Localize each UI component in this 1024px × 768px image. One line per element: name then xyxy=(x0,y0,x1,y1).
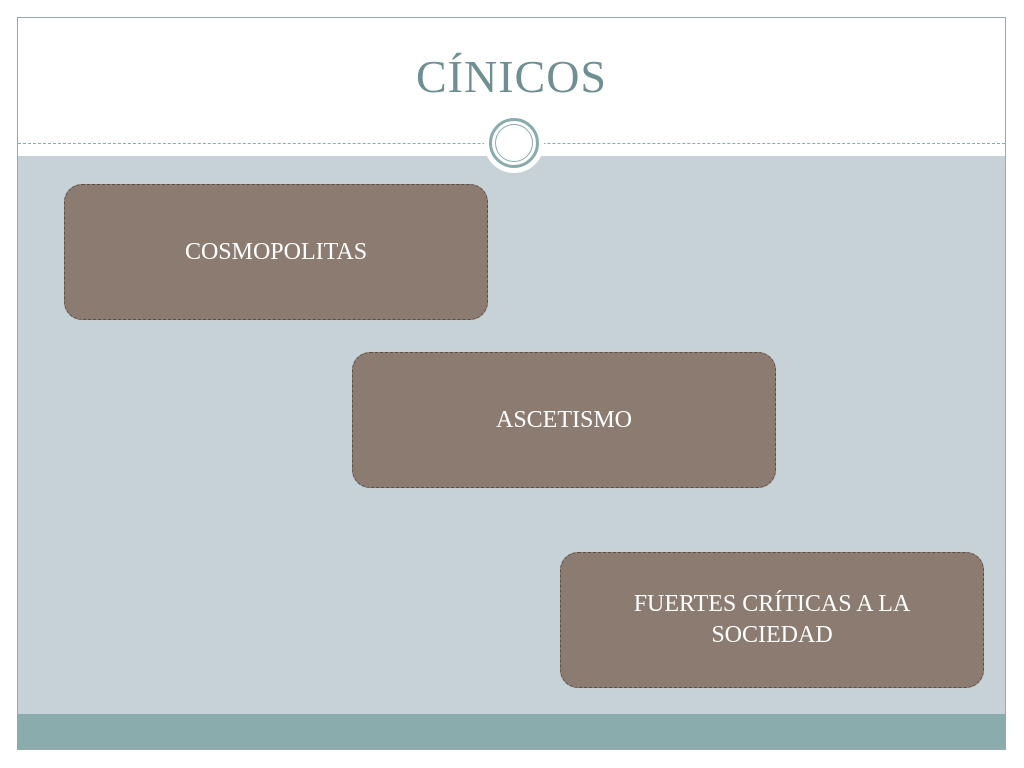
slide: CÍNICOS COSMOPOLITAS ASCETISMO FUERTES C… xyxy=(17,17,1006,750)
concept-box-label: ASCETISMO xyxy=(495,406,633,433)
slide-title: CÍNICOS xyxy=(415,51,608,102)
concept-box-label: COSMOPOLITAS xyxy=(184,238,368,265)
circle-ornament-inner xyxy=(495,124,533,162)
concept-box-ascetismo: ASCETISMO xyxy=(352,352,776,488)
concept-box-cosmopolitas: COSMOPOLITAS xyxy=(64,184,488,320)
concept-box-label: FUERTES CRÍTICAS A LA SOCIEDAD xyxy=(633,591,911,648)
footer-bar xyxy=(18,714,1005,749)
concept-box-criticas: FUERTES CRÍTICAS A LA SOCIEDAD xyxy=(560,552,984,688)
